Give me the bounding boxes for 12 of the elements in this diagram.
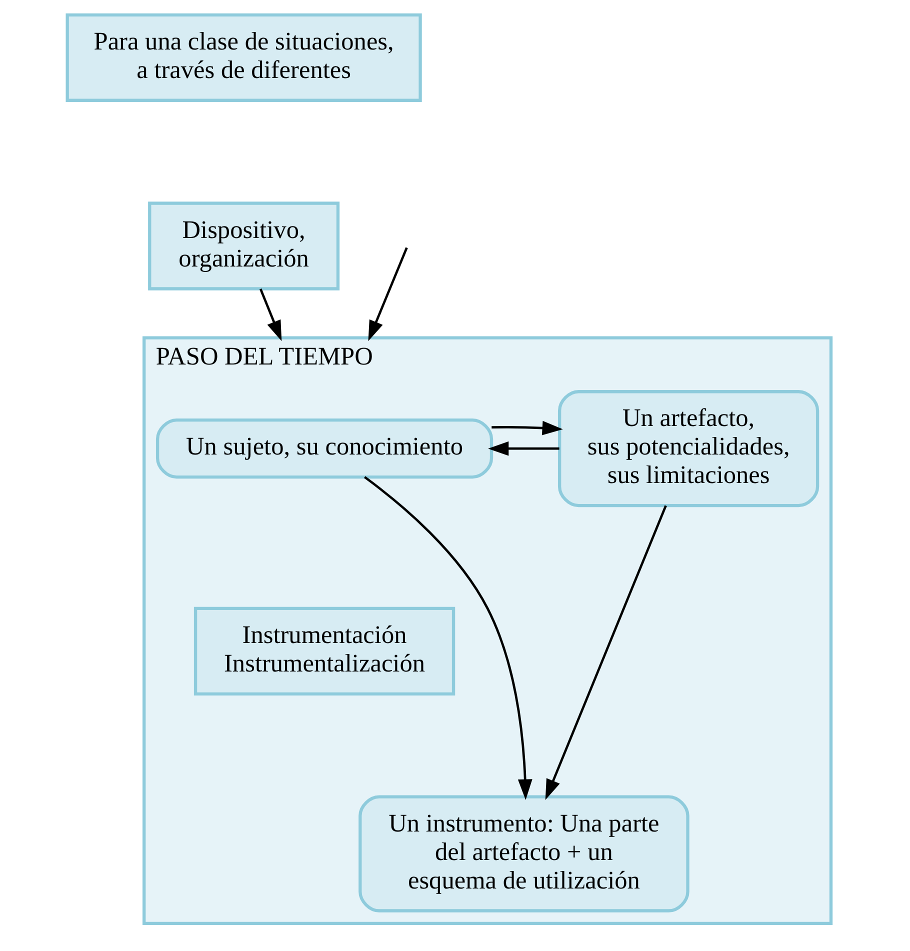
arrow	[488, 441, 559, 456]
arrow	[491, 420, 562, 436]
node-box: Un instrumento: Una parte del artefacto + un esquema de utilización	[358, 795, 689, 912]
arrow	[258, 288, 282, 342]
node-box: Para una clase de situaciones, a través de diferentes	[65, 13, 422, 102]
arrow	[368, 247, 408, 342]
node-box: Dispositivo, organización	[148, 202, 340, 290]
node-box: Un sujeto, su conocimiento	[155, 418, 493, 479]
arrow	[544, 505, 666, 800]
node-box: Un artefacto, sus potencialidades, sus limitaciones	[557, 390, 819, 508]
node-box: Instrumentación Instrumentalización	[193, 606, 455, 696]
arrow	[363, 476, 532, 800]
